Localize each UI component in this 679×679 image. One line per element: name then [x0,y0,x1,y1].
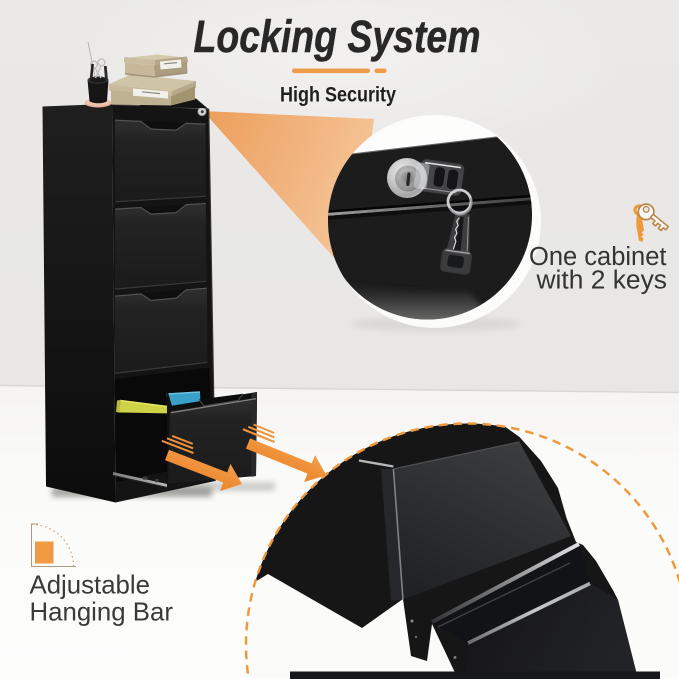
svg-text:High Security: High Security [280,84,396,107]
svg-text:Adjustable: Adjustable [30,572,150,600]
svg-text:with 2 keys: with 2 keys [535,267,667,295]
svg-text:Locking System: Locking System [194,11,481,62]
svg-text:One cabinet: One cabinet [529,243,667,271]
svg-text:Hanging Bar: Hanging Bar [30,599,174,627]
